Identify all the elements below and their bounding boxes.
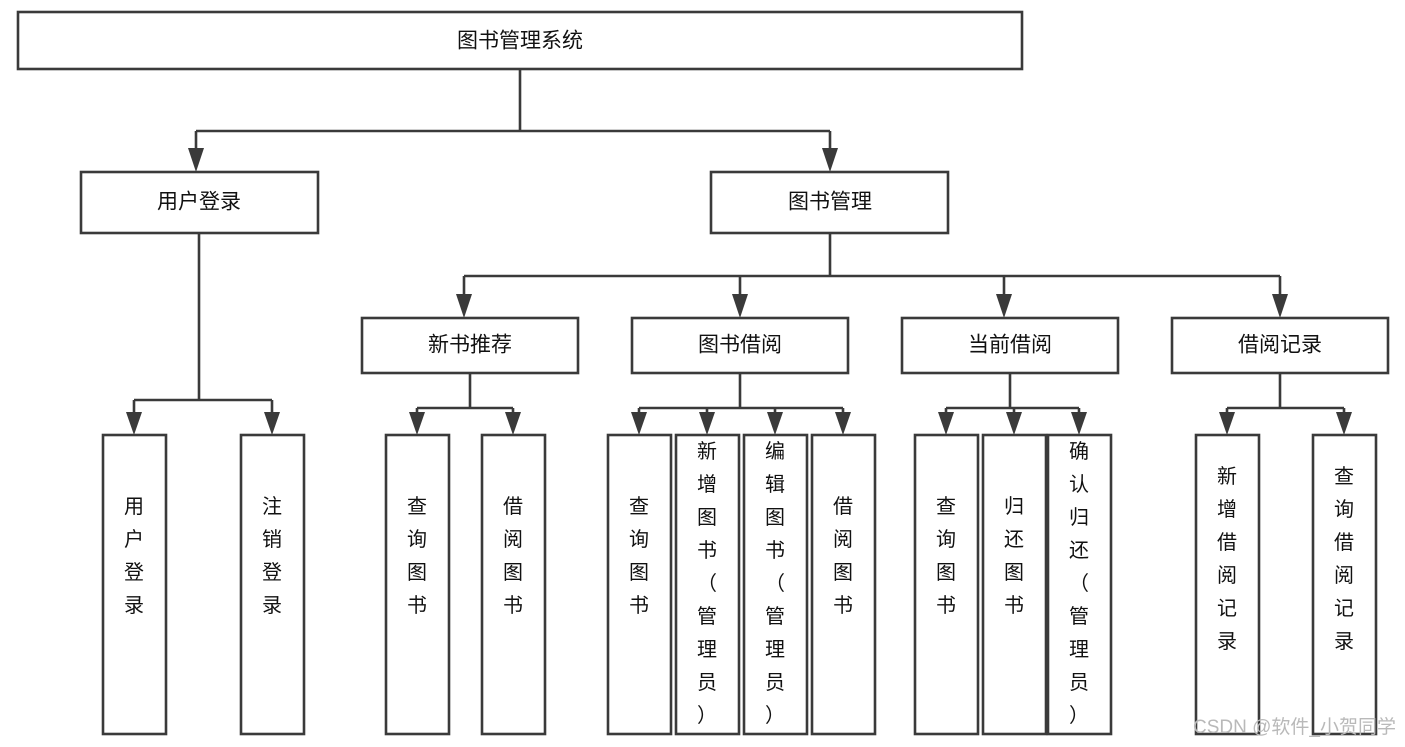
node-root-box[interactable] (16, 10, 1024, 71)
node-leaf-logout-login-box[interactable] (239, 433, 306, 736)
connector-layer (126, 69, 1352, 435)
node-book-manage-label: 图书管理 (788, 191, 872, 214)
node-leaf-query-record[interactable]: 查询借阅记录 (1311, 433, 1378, 736)
arrow-head-book-manage (822, 148, 838, 172)
node-leaf-query-book-1-box[interactable] (384, 433, 451, 736)
csdn-watermark: CSDN @软件_小贺同学 (1193, 716, 1396, 738)
node-leaf-borrow-book-2-label: 借阅图书 (833, 495, 853, 617)
node-leaf-query-record-label: 查询借阅记录 (1334, 465, 1354, 653)
node-leaf-query-record-box[interactable] (1311, 433, 1378, 736)
node-leaf-query-book-2-label: 查询图书 (629, 495, 649, 617)
node-current-borrow-box[interactable] (900, 316, 1120, 375)
node-leaf-query-book-3[interactable]: 查询图书 (913, 433, 980, 736)
arrow-head-current-borrow (996, 294, 1012, 318)
arrow-head-leaf-add-book (699, 412, 715, 435)
node-leaf-add-book-label: 新增图书（管理员） (697, 440, 717, 727)
node-book-borrow-label: 图书借阅 (698, 334, 782, 357)
node-book-borrow[interactable]: 图书借阅 (630, 316, 850, 375)
node-leaf-return-book-box[interactable] (981, 433, 1048, 736)
arrow-head-leaf-logout-login (264, 412, 280, 435)
node-leaf-user-login-label: 用户登录 (124, 496, 144, 617)
node-leaf-edit-book-box[interactable] (742, 433, 809, 736)
node-current-borrow-label: 当前借阅 (968, 334, 1052, 357)
node-leaf-borrow-book-2[interactable]: 借阅图书 (810, 433, 877, 736)
node-leaf-query-book-1[interactable]: 查询图书 (384, 433, 451, 736)
node-user-login[interactable]: 用户登录 (79, 170, 320, 235)
node-borrow-record-label: 借阅记录 (1238, 334, 1322, 357)
node-leaf-logout-login[interactable]: 注销登录 (239, 433, 306, 736)
arrow-head-leaf-user-login (126, 412, 142, 435)
node-user-login-box[interactable] (79, 170, 320, 235)
node-leaf-confirm-return[interactable]: 确认归还（管理员） (1046, 433, 1113, 736)
arrow-head-book-borrow (732, 294, 748, 318)
node-leaf-add-record-label: 新增借阅记录 (1217, 465, 1237, 653)
arrow-head-leaf-query-record (1336, 412, 1352, 435)
node-leaf-edit-book[interactable]: 编辑图书（管理员） (742, 433, 809, 736)
node-leaf-add-book[interactable]: 新增图书（管理员） (674, 433, 741, 736)
node-leaf-user-login[interactable]: 用户登录 (101, 433, 168, 736)
node-leaf-add-record[interactable]: 新增借阅记录 (1194, 433, 1261, 736)
arrow-head-leaf-return-book (1006, 412, 1022, 435)
arrow-head-leaf-add-record (1219, 412, 1235, 435)
node-leaf-query-book-3-box[interactable] (913, 433, 980, 736)
node-leaf-user-login-box[interactable] (101, 433, 168, 736)
node-borrow-record[interactable]: 借阅记录 (1170, 316, 1390, 375)
node-book-manage-box[interactable] (709, 170, 950, 235)
node-new-book-recommend-box[interactable] (360, 316, 580, 375)
node-leaf-borrow-book-1[interactable]: 借阅图书 (480, 433, 547, 736)
node-leaf-add-record-box[interactable] (1194, 433, 1261, 736)
arrow-head-leaf-confirm-return (1071, 412, 1087, 435)
arrow-head-leaf-query-book-2 (631, 412, 647, 435)
node-leaf-return-book-label: 归还图书 (1004, 495, 1024, 617)
node-leaf-logout-login-label: 注销登录 (262, 495, 282, 617)
node-leaf-borrow-book-1-label: 借阅图书 (503, 495, 523, 617)
node-leaf-add-book-box[interactable] (674, 433, 741, 736)
node-leaf-query-book-1-label: 查询图书 (407, 495, 427, 617)
node-leaf-return-book[interactable]: 归还图书 (981, 433, 1048, 736)
node-leaf-query-book-2-box[interactable] (606, 433, 673, 736)
node-current-borrow[interactable]: 当前借阅 (900, 316, 1120, 375)
node-leaf-confirm-return-box[interactable] (1046, 433, 1113, 736)
node-user-login-label: 用户登录 (157, 191, 241, 214)
arrow-head-borrow-record (1272, 294, 1288, 318)
arrow-head-new-book-recommend (456, 294, 472, 318)
arrow-head-leaf-edit-book (767, 412, 783, 435)
node-book-borrow-box[interactable] (630, 316, 850, 375)
arrow-head-leaf-query-book-1 (409, 412, 425, 435)
node-leaf-query-book-2[interactable]: 查询图书 (606, 433, 673, 736)
node-leaf-confirm-return-label: 确认归还（管理员） (1069, 440, 1089, 727)
arrow-head-leaf-borrow-book-1 (505, 412, 521, 435)
arrow-head-leaf-query-book-3 (938, 412, 954, 435)
node-borrow-record-box[interactable] (1170, 316, 1390, 375)
node-leaf-borrow-book-2-box[interactable] (810, 433, 877, 736)
node-root[interactable]: 图书管理系统 (16, 10, 1024, 71)
node-root-label: 图书管理系统 (457, 30, 583, 53)
arrow-head-leaf-borrow-book-2 (835, 412, 851, 435)
node-new-book-recommend[interactable]: 新书推荐 (360, 316, 580, 375)
node-new-book-recommend-label: 新书推荐 (428, 334, 512, 357)
arrow-head-user-login (188, 148, 204, 172)
node-leaf-borrow-book-1-box[interactable] (480, 433, 547, 736)
node-leaf-edit-book-label: 编辑图书（管理员） (765, 440, 785, 727)
node-leaf-query-book-3-label: 查询图书 (936, 495, 956, 617)
node-book-manage[interactable]: 图书管理 (709, 170, 950, 235)
